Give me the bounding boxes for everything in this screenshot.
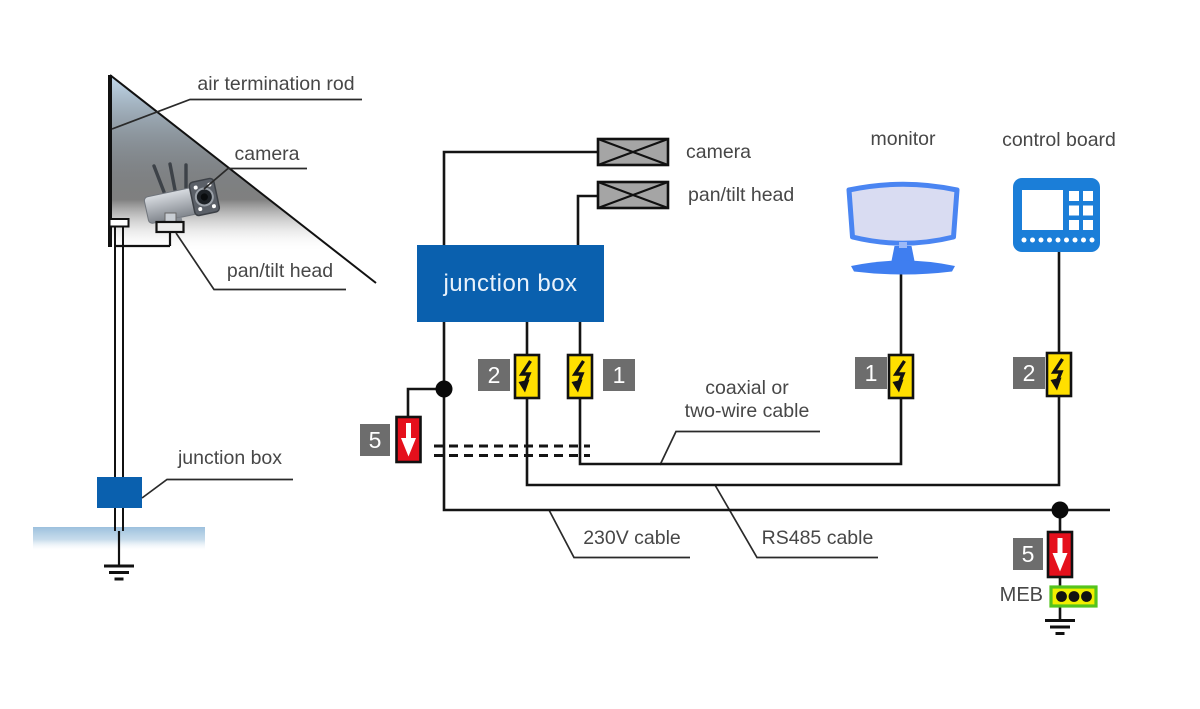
label-meb: MEB bbox=[999, 584, 1043, 606]
label-coax-line2: two-wire cable bbox=[684, 399, 810, 422]
spd-jb-power-icon bbox=[513, 353, 541, 400]
leader-air-rod bbox=[111, 98, 362, 130]
label-coax-line1: coaxial or bbox=[705, 377, 789, 399]
tag-spd-2-junction-power: 2 bbox=[478, 359, 510, 391]
camera-symbol-box bbox=[596, 137, 670, 167]
label-air-termination-rod: air termination rod bbox=[197, 73, 355, 95]
mast-flange bbox=[108, 218, 130, 228]
spd-control-icon bbox=[1045, 351, 1073, 398]
monitor-icon bbox=[846, 181, 960, 275]
label-camera-pole: camera bbox=[234, 143, 300, 165]
camera-mast-pole bbox=[114, 225, 172, 565]
leader-coax bbox=[659, 430, 820, 466]
label-230v-cable: 230V cable bbox=[583, 527, 681, 549]
leader-camera bbox=[203, 167, 307, 190]
pan-tilt-symbol-box bbox=[596, 180, 670, 210]
earth-ground-icon-right bbox=[1043, 619, 1077, 635]
spd-monitor-icon bbox=[887, 353, 915, 400]
label-monitor: monitor bbox=[870, 128, 936, 150]
spark-gap-pole-icon bbox=[395, 415, 422, 464]
conduit-dashed-lines bbox=[434, 444, 590, 457]
wire-camera bbox=[442, 150, 598, 245]
label-control-board: control board bbox=[1002, 129, 1116, 151]
label-camera-symbol: camera bbox=[686, 141, 752, 163]
leader-junction-box bbox=[141, 478, 293, 499]
junction-box: junction box bbox=[417, 245, 604, 322]
label-rs485-cable: RS485 cable bbox=[761, 527, 874, 549]
tag-spd-2-control: 2 bbox=[1013, 357, 1045, 389]
spark-gap-meb-icon bbox=[1046, 530, 1074, 579]
leader-230v bbox=[548, 509, 690, 559]
spd-jb-signal-icon bbox=[566, 353, 594, 400]
label-pan-tilt-symbol: pan/tilt head bbox=[688, 184, 795, 206]
label-pan-tilt-pole: pan/tilt head bbox=[226, 260, 334, 282]
tag-spd-1-junction-signal: 1 bbox=[603, 359, 635, 391]
wire-pan-tilt bbox=[576, 194, 597, 245]
control-board-icon bbox=[1013, 178, 1100, 252]
leader-pan-tilt bbox=[175, 232, 346, 291]
tag-spd-1-monitor: 1 bbox=[855, 357, 887, 389]
pole-junction-box bbox=[97, 477, 142, 508]
label-coax-cable: coaxial or two-wire cable bbox=[672, 377, 822, 422]
junction-node-dot-pole bbox=[435, 380, 453, 398]
earth-ground-icon-left bbox=[102, 564, 136, 581]
tag-arrester-5-pole: 5 bbox=[360, 424, 390, 456]
junction-node-dot-meb bbox=[1051, 501, 1069, 519]
label-junction-box-pole: junction box bbox=[177, 447, 283, 469]
security-camera-icon bbox=[143, 162, 221, 227]
wire-pole-arrester bbox=[406, 387, 444, 418]
tag-arrester-5-meb: 5 bbox=[1013, 538, 1043, 570]
pan-tilt-bracket bbox=[155, 220, 185, 234]
meb-busbar-icon bbox=[1049, 585, 1098, 608]
leader-lines bbox=[111, 98, 878, 559]
